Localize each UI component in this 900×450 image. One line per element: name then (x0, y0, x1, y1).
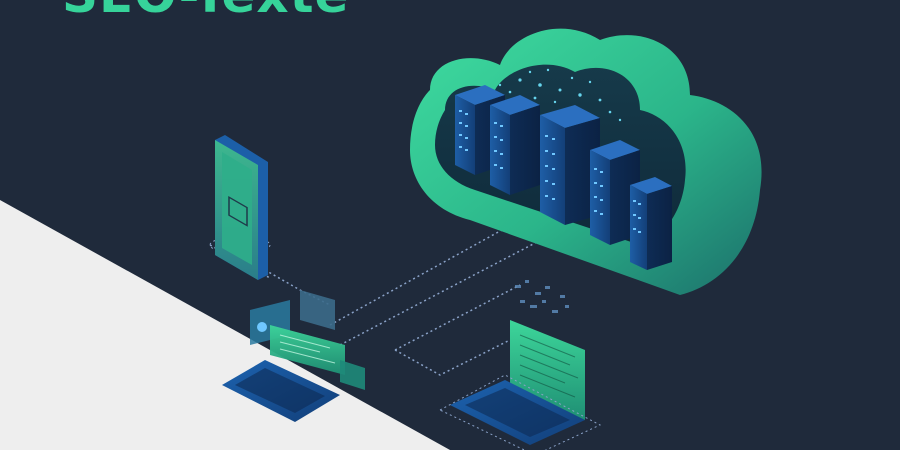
server-rack-icon (455, 85, 672, 270)
server-leds (459, 110, 641, 233)
laptop-icon (222, 290, 365, 422)
smartphone-icon (209, 135, 271, 280)
data-particles (498, 68, 622, 122)
page-title: SEO-Texte (62, 0, 349, 20)
laptop-icon (438, 280, 602, 450)
floor-shape (0, 200, 450, 450)
data-stream (515, 280, 569, 313)
